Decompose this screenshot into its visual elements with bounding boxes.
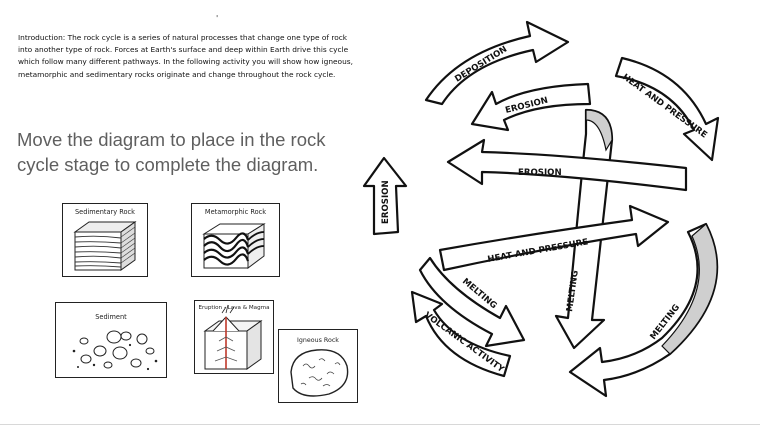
sediment-illustration <box>72 330 158 371</box>
igneous-rock-illustration <box>290 349 349 397</box>
sedimentary-rock-label: Sedimentary Rock <box>74 208 136 216</box>
sedimentary-rock-illustration <box>73 221 137 271</box>
erosion-upper-arrow[interactable]: EROSION <box>470 82 592 132</box>
sediment-card[interactable]: Sediment <box>55 302 167 378</box>
metamorphic-rock-label: Metamorphic Rock <box>204 208 267 216</box>
intro-text: Introduction: The rock cycle is a series… <box>18 33 353 79</box>
tick-mark: ' <box>216 14 219 23</box>
metamorphic-rock-illustration <box>202 223 266 269</box>
eruption-card[interactable]: Eruption - Lava & Magma <box>194 300 274 374</box>
heat-pressure-top-arrow[interactable]: HEAT AND PRESSURE <box>614 56 720 162</box>
erosion-middle-label: EROSION <box>518 168 562 178</box>
erosion-left-label: EROSION <box>381 180 391 224</box>
heat-pressure-center-arrow[interactable]: HEAT AND PRESSURE <box>438 204 670 272</box>
instruction-text: Move the diagram to place in the rock cy… <box>17 129 326 175</box>
igneous-rock-card[interactable]: Igneous Rock <box>278 329 358 403</box>
igneous-rock-label: Igneous Rock <box>297 337 339 344</box>
rock-cycle-diagram: DEPOSITION HEAT AND PRESSURE EROSION MEL… <box>362 20 720 398</box>
sediment-label: Sediment <box>95 313 127 321</box>
eruption-label: Eruption - Lava & Magma <box>198 305 270 311</box>
eruption-illustration <box>203 304 263 370</box>
sedimentary-rock-card[interactable]: Sedimentary Rock <box>62 203 148 277</box>
bottom-divider <box>0 424 760 425</box>
metamorphic-rock-card[interactable]: Metamorphic Rock <box>191 203 280 277</box>
erosion-left-arrow[interactable]: EROSION <box>362 156 408 236</box>
erosion-middle-arrow[interactable]: EROSION <box>446 138 688 192</box>
